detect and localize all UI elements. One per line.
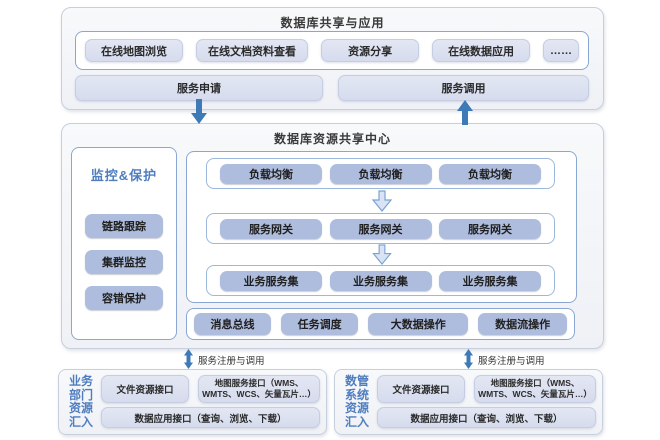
node-online-doc-view: 在线文档资料查看 — [195, 39, 309, 62]
node-message-bus: 消息总线 — [194, 313, 272, 335]
label-line: 部门 — [68, 387, 93, 402]
business-dept-ingest-section: 业务 部门 资源 汇入 文件资源接口 地图服务接口（WMS、WMTS、WCS、矢… — [58, 369, 327, 435]
top-section-title: 数据库共享与应用 — [280, 16, 385, 30]
node-service-gateway: 服务网关 — [439, 218, 541, 239]
node-online-data-app: 在线数据应用 — [432, 39, 531, 62]
monitor-protect-title: 监控&保护 — [90, 168, 158, 183]
node-load-balancer: 负载均衡 — [329, 163, 432, 184]
label-line: 资源 — [344, 401, 369, 415]
top-application-section: 数据库共享与应用 在线地图浏览 在线文档资料查看 资源分享 在线数据应用 …… … — [61, 7, 604, 110]
center-section-title: 数据库资源共享中心 — [273, 132, 391, 146]
business-service-tier: 业务服务集 业务服务集 业务服务集 — [206, 265, 555, 296]
node-business-service-set: 业务服务集 — [439, 270, 541, 291]
label-line: 汇入 — [68, 414, 93, 429]
double-arrow-icon — [184, 349, 193, 369]
node-load-balancer: 负载均衡 — [220, 163, 322, 184]
load-balance-tier: 负载均衡 负载均衡 负载均衡 — [206, 158, 555, 189]
node-data-app-interface: 数据应用接口（查询、浏览、下载） — [101, 407, 320, 428]
register-invoke-label-left: 服务注册与调用 — [198, 356, 265, 367]
node-business-service-set: 业务服务集 — [220, 270, 322, 291]
node-fault-tolerance: 容错保护 — [85, 286, 163, 310]
service-bus-container: 消息总线 任务调度 大数据操作 数据流操作 — [186, 308, 575, 340]
node-service-gateway: 服务网关 — [329, 218, 432, 239]
node-service-request: 服务申请 — [75, 75, 323, 101]
applications-container: 在线地图浏览 在线文档资料查看 资源分享 在线数据应用 …… — [75, 31, 589, 70]
business-dept-interfaces: 文件资源接口 地图服务接口（WMS、WMTS、WCS、矢量瓦片…） 数据应用接口… — [101, 375, 320, 428]
service-gateway-tier: 服务网关 服务网关 服务网关 — [206, 213, 555, 244]
node-file-resource-interface: 文件资源接口 — [101, 375, 189, 403]
node-file-resource-interface: 文件资源接口 — [377, 375, 465, 403]
node-map-service-interface: 地图服务接口（WMS、WMTS、WCS、矢量瓦片…） — [474, 375, 596, 403]
node-load-balancer: 负载均衡 — [439, 163, 541, 184]
label-line: 系统 — [344, 387, 369, 402]
label-line: 汇入 — [344, 414, 369, 429]
label-line: 资源 — [68, 401, 93, 415]
register-invoke-label-right: 服务注册与调用 — [478, 356, 545, 367]
node-data-app-interface: 数据应用接口（查询、浏览、下载） — [377, 407, 596, 428]
label-line: 业务 — [68, 374, 93, 388]
data-mgmt-interfaces: 文件资源接口 地图服务接口（WMS、WMTS、WCS、矢量瓦片…） 数据应用接口… — [377, 375, 596, 428]
label-line: 数管 — [344, 374, 369, 388]
data-mgmt-ingest-section: 数管 系统 资源 汇入 文件资源接口 地图服务接口（WMS、WMTS、WCS、矢… — [334, 369, 603, 435]
service-tiers-container: 负载均衡 负载均衡 负载均衡 服务网关 服务网关 服务网关 业务服务集 业务服务… — [186, 151, 577, 303]
node-cluster-monitoring: 集群监控 — [85, 250, 163, 274]
node-resource-share: 资源分享 — [321, 39, 420, 62]
node-more-ellipsis: …… — [543, 39, 580, 62]
node-bigdata-operations: 大数据操作 — [368, 313, 469, 335]
down-arrow-icon — [191, 99, 207, 124]
hollow-down-arrow-icon — [371, 190, 392, 212]
node-service-gateway: 服务网关 — [220, 218, 322, 239]
hollow-down-arrow-icon — [371, 244, 392, 265]
node-online-map-browse: 在线地图浏览 — [85, 39, 183, 62]
business-dept-ingest-label: 业务 部门 资源 汇入 — [65, 374, 97, 429]
node-service-invoke: 服务调用 — [338, 75, 589, 101]
node-business-service-set: 业务服务集 — [329, 270, 432, 291]
monitor-protect-panel: 监控&保护 链路跟踪 集群监控 容错保护 — [71, 147, 177, 340]
monitor-protect-items: 链路跟踪 集群监控 容错保护 — [72, 214, 176, 310]
data-mgmt-ingest-label: 数管 系统 资源 汇入 — [341, 374, 373, 429]
node-task-scheduling: 任务调度 — [281, 313, 359, 335]
center-sharing-hub-section: 数据库资源共享中心 监控&保护 链路跟踪 集群监控 容错保护 负载均衡 负载均衡… — [61, 123, 604, 349]
node-link-tracing: 链路跟踪 — [85, 214, 163, 238]
up-arrow-icon — [457, 100, 473, 125]
node-datastream-operations: 数据流操作 — [478, 313, 567, 335]
double-arrow-icon — [464, 349, 473, 369]
node-map-service-interface: 地图服务接口（WMS、WMTS、WCS、矢量瓦片…） — [198, 375, 320, 403]
